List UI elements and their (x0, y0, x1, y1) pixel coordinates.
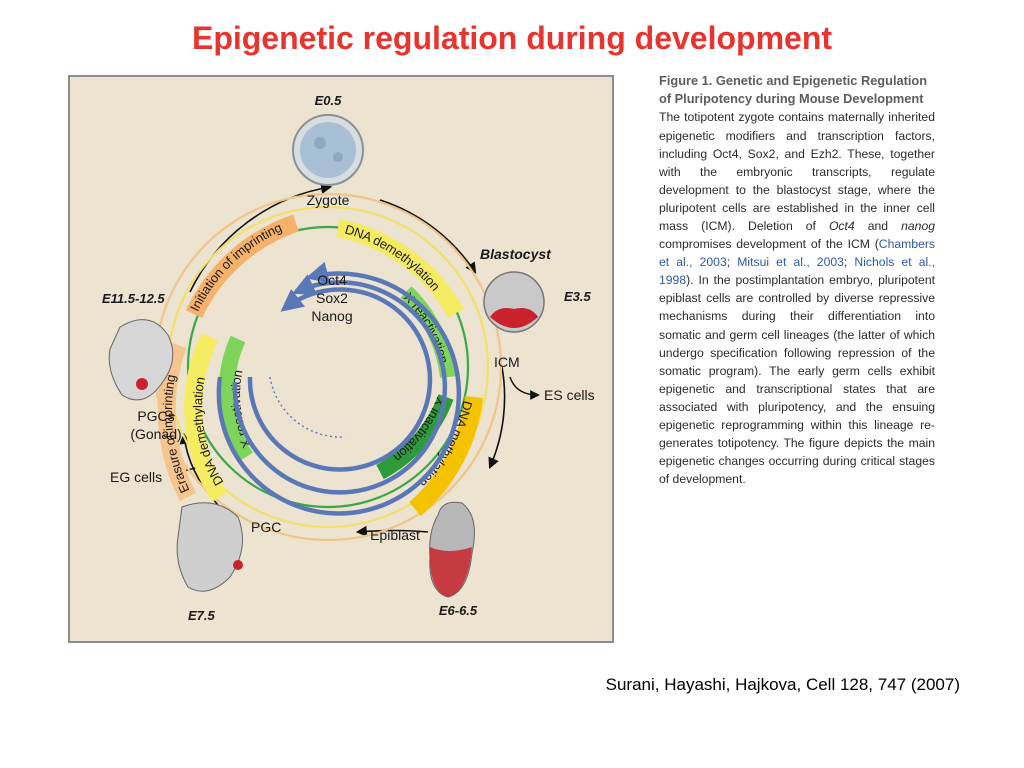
label-pgc: PGC (251, 519, 281, 535)
label-e75: E7.5 (188, 608, 216, 623)
figure-panel: Initiation of imprinting DNA demethylati… (68, 75, 614, 643)
band-erasure-imprinting (157, 341, 197, 502)
epiblast-illustration (429, 501, 475, 598)
caption-heading: Figure 1. Genetic and Epigenetic Regulat… (659, 73, 928, 107)
label-gonad: (Gonad) (130, 426, 181, 442)
label-blastocyst: Blastocyst (480, 246, 552, 262)
label-es-cells: ES cells (544, 387, 595, 403)
green-ring (186, 225, 470, 509)
label-icm: ICM (494, 354, 520, 370)
band-initiation-imprinting (185, 214, 299, 318)
figure-diagram: Initiation of imprinting DNA demethylati… (102, 93, 595, 623)
band-dna-demethylation-left (184, 332, 228, 502)
label-zygote: Zygote (307, 192, 350, 208)
zygote-illustration (292, 114, 364, 186)
cycle-arrow-blastocyst (379, 199, 477, 274)
blue-cycle-arrows (216, 261, 462, 516)
label-e35: E3.5 (564, 289, 592, 304)
es-cells-arrow (509, 376, 540, 400)
caption-body: The totipotent zygote contains maternall… (659, 110, 936, 487)
reference-link[interactable]: Nichols et al., 1998 (659, 255, 936, 288)
citation: Surani, Hayashi, Hajkova, Cell 128, 747 … (605, 675, 960, 694)
cycle-arrow-zygote (189, 182, 333, 293)
cycle-arrow-pgc (355, 525, 429, 537)
label-sox2: Sox2 (316, 290, 348, 306)
band-dna-methylation (409, 395, 483, 516)
figure-caption: Figure 1. Genetic and Epigenetic Regulat… (659, 72, 935, 488)
label-epiblast: Epiblast (370, 527, 420, 543)
label-nanog: Nanog (311, 308, 352, 324)
label-e05: E0.5 (315, 93, 343, 108)
label-e6: E6-6.5 (439, 603, 478, 618)
e11-embryo-illustration (108, 319, 174, 401)
slide-title: Epigenetic regulation during development (191, 20, 833, 56)
blastocyst-illustration (483, 271, 545, 333)
blue-dotted-arrow (269, 376, 346, 438)
band-x-reactivation-left (218, 335, 253, 462)
label-oct4: Oct4 (317, 272, 347, 288)
label-pgcs: PGCs (137, 408, 174, 424)
label-eg-cells: EG cells (110, 469, 162, 485)
e75-embryo-illustration (176, 502, 243, 592)
label-e11: E11.5-12.5 (102, 291, 165, 306)
band-dna-demethylation-top (336, 219, 464, 318)
cycle-arrow-epiblast (488, 366, 506, 470)
reference-link[interactable]: Mitsui et al., 2003 (737, 255, 844, 270)
reference-link[interactable]: Chambers et al., 2003 (659, 237, 935, 270)
